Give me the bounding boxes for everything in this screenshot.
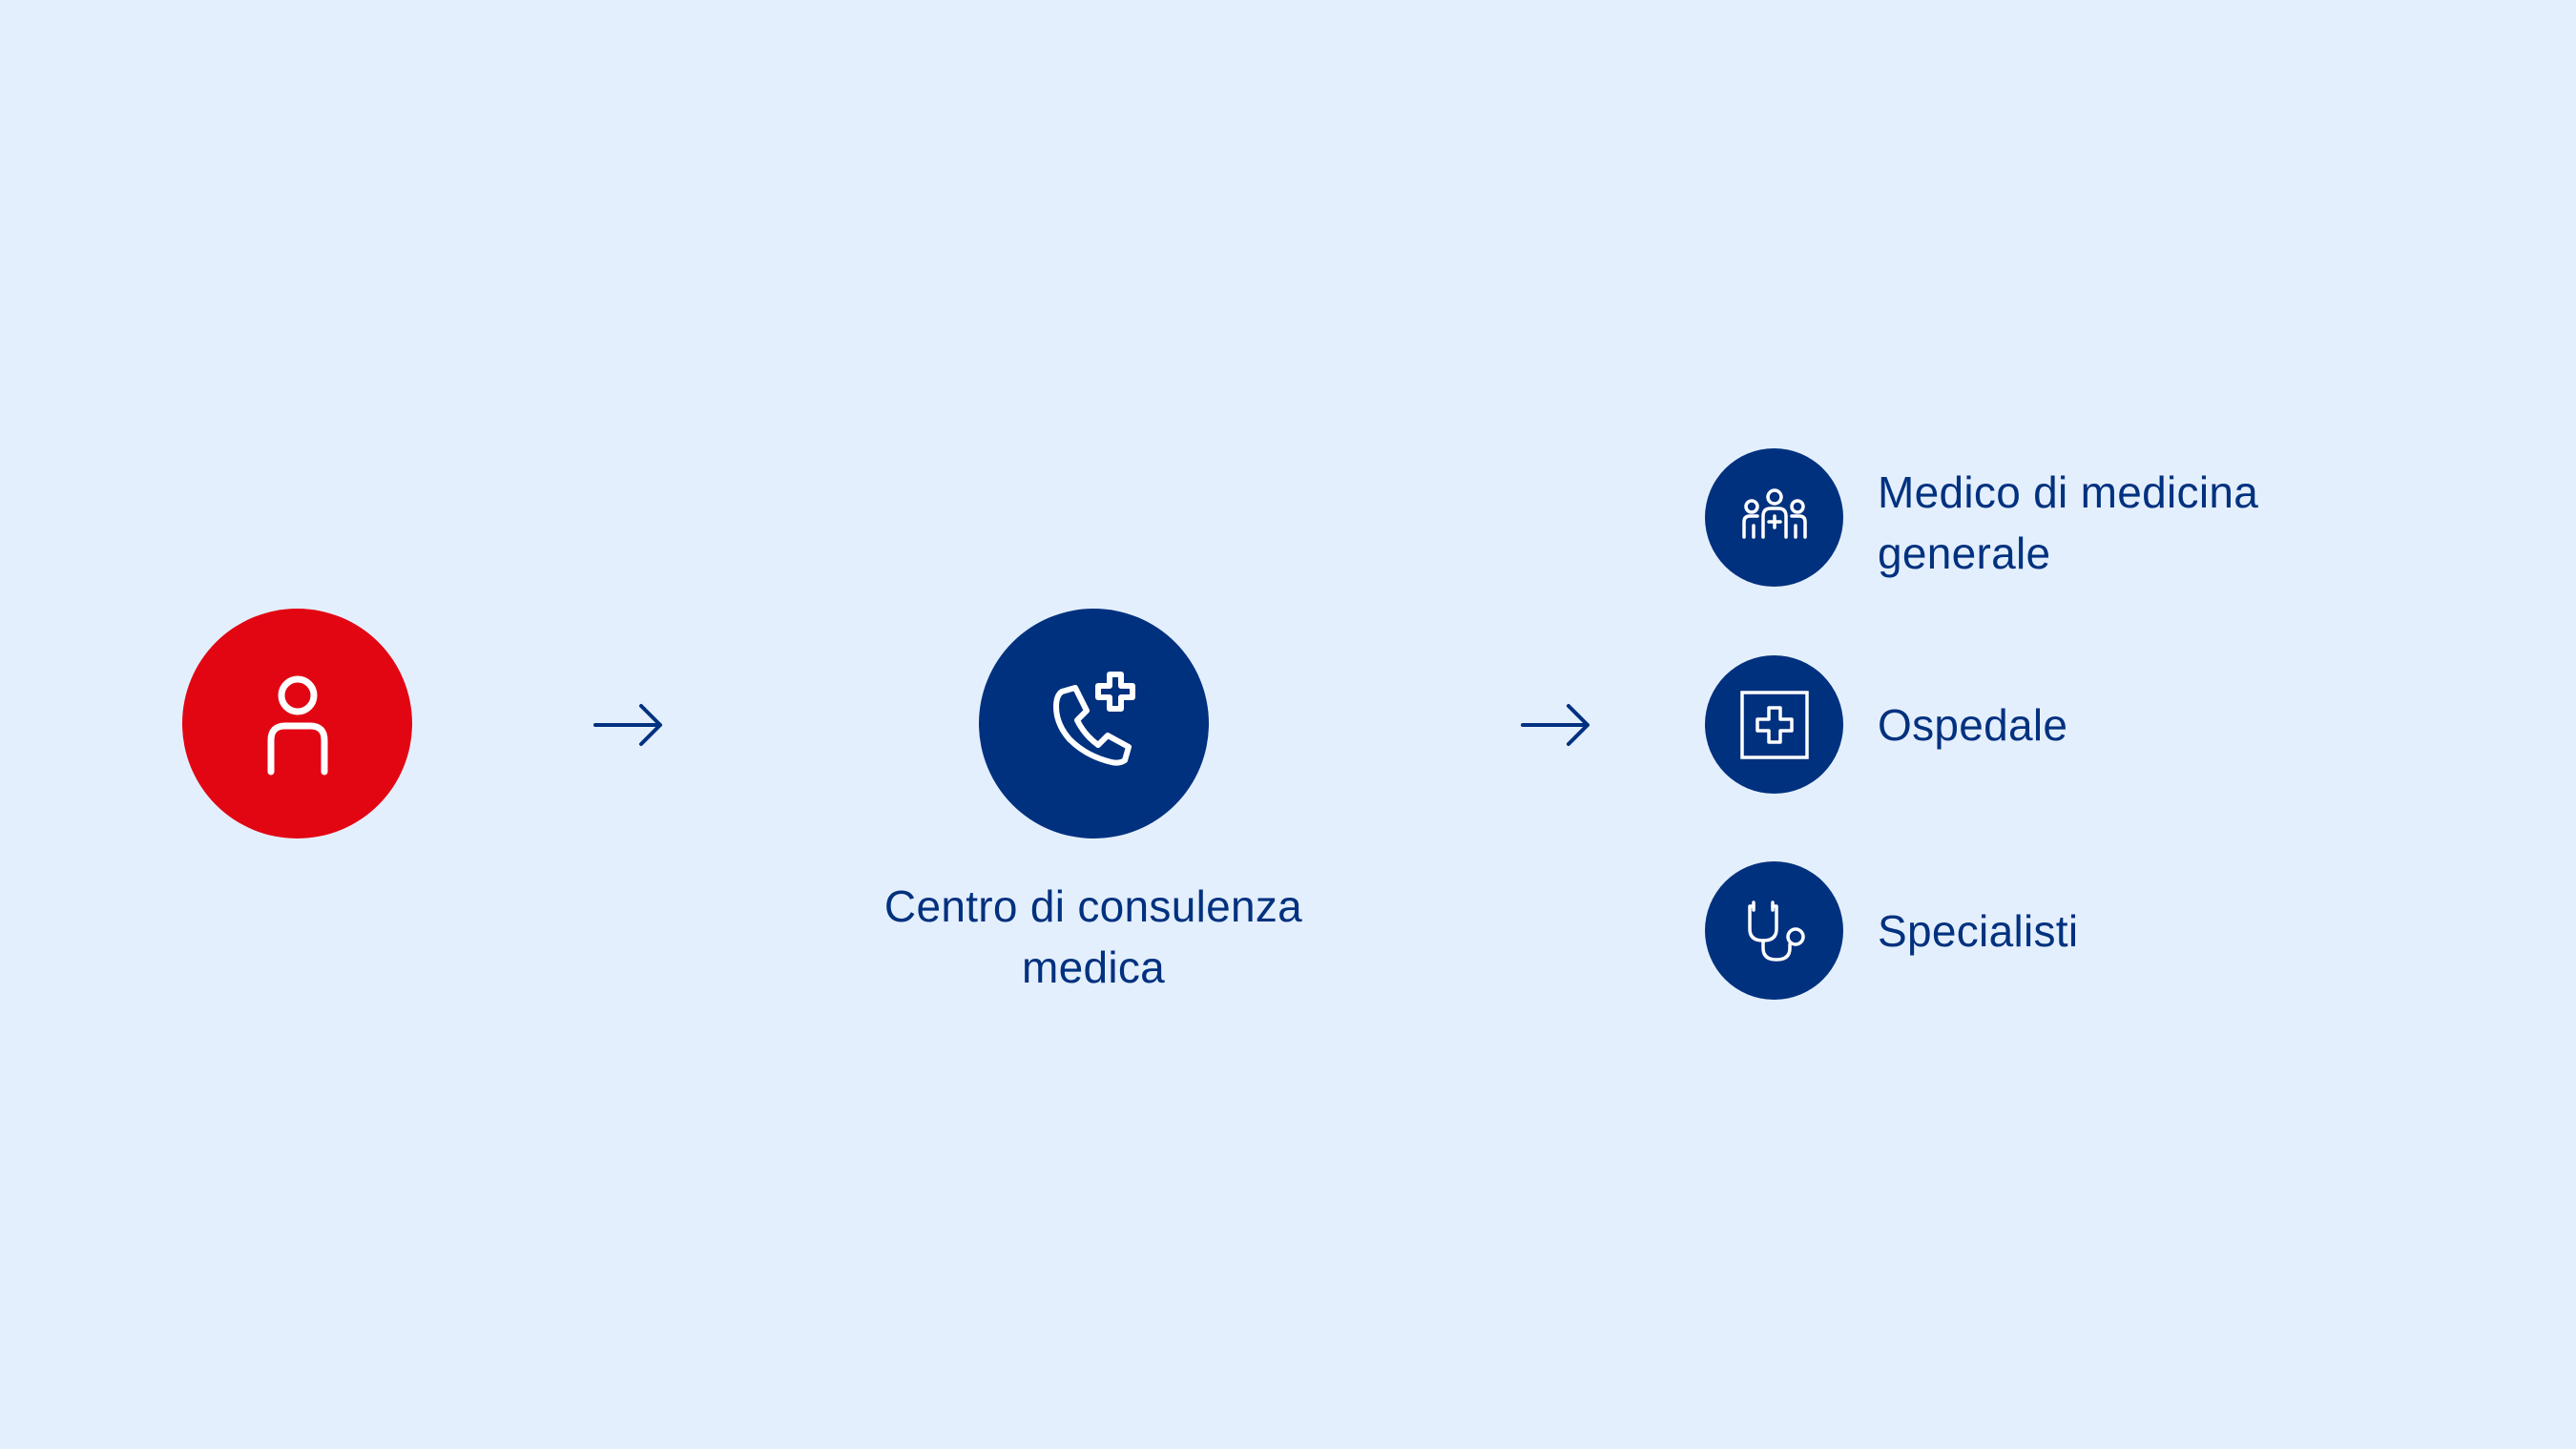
destination-hospital-label-line1: Ospedale xyxy=(1878,700,2068,750)
arrow-right-icon xyxy=(1521,704,1589,746)
medical-team-icon xyxy=(1741,487,1807,539)
destination-gp-node xyxy=(1705,448,1843,587)
consultation-center-label: Centro di consulenza medica xyxy=(807,876,1380,998)
destination-specialists-label: Specialisti xyxy=(1878,900,2488,962)
destination-specialists-node xyxy=(1705,861,1843,1000)
destination-gp-label-line1: Medico di medicina xyxy=(1878,467,2259,517)
phone-medical-icon xyxy=(1052,671,1135,766)
destination-hospital-node xyxy=(1705,655,1843,794)
consultation-center-label-line1: Centro di consulenza xyxy=(883,881,1303,931)
destination-gp-label-line2: generale xyxy=(1878,528,2051,578)
person-icon xyxy=(267,675,327,775)
destination-specialists-label-line1: Specialisti xyxy=(1878,906,2079,956)
arrow-right-icon xyxy=(593,704,662,746)
consultation-center-node xyxy=(979,609,1209,838)
destination-gp-label: Medico di medicina generale xyxy=(1878,462,2488,584)
hospital-cross-icon xyxy=(1739,690,1809,759)
destination-hospital-label: Ospedale xyxy=(1878,694,2488,756)
consultation-center-label-line2: medica xyxy=(1021,942,1166,992)
patient-node xyxy=(182,609,412,838)
stethoscope-icon xyxy=(1747,900,1805,962)
